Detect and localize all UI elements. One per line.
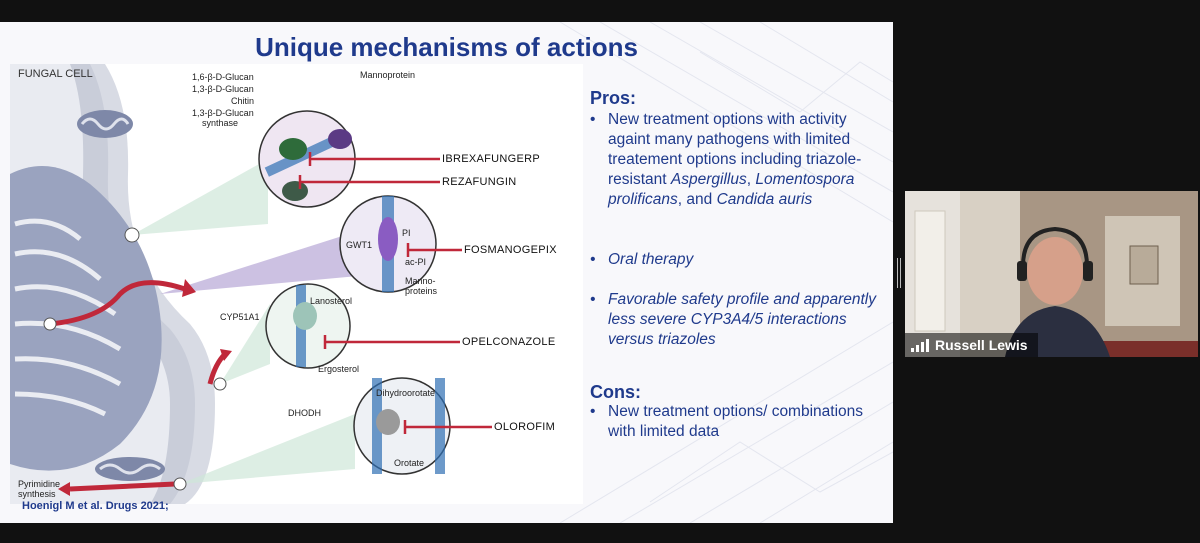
lanosterol-label: Lanosterol bbox=[310, 296, 353, 306]
fungal-cell-label: FUNGAL CELL bbox=[18, 68, 93, 80]
drug-label-opelconazole: OPELCONAZOLE bbox=[462, 336, 556, 348]
pros-bullet-3: Favorable safety profile and apparently … bbox=[590, 290, 880, 350]
cons-heading: Cons: bbox=[590, 382, 641, 402]
pros-bullet-1-sep1: , bbox=[746, 171, 756, 188]
gwt1-label: GWT1 bbox=[346, 240, 372, 250]
cons-bullet-1: New treatment options/ combinations with… bbox=[590, 402, 880, 442]
participant-video-frame bbox=[905, 191, 1198, 357]
pros-heading: Pros: bbox=[590, 88, 637, 108]
ergosterol-label: Ergosterol bbox=[318, 364, 360, 374]
dihydroorotate-label: Dihydroorotate bbox=[376, 388, 436, 398]
fungal-cell-diagram bbox=[10, 64, 583, 504]
mannoproteins-label-2: proteins bbox=[405, 286, 438, 296]
slide-title: Unique mechanisms of actions bbox=[255, 32, 638, 62]
mannoproteins-label: Manno- bbox=[405, 276, 436, 286]
synthase-label: 1,3-β-D-Glucan bbox=[192, 108, 254, 118]
pyrimidine-label-2: synthesis bbox=[18, 489, 56, 499]
drug-label-fosmanogepix: FOSMANOGEPIX bbox=[464, 244, 557, 256]
pros-bullet-2-text: Oral therapy bbox=[590, 250, 880, 270]
mannoprotein-label: Mannoprotein bbox=[360, 70, 416, 80]
participant-video-tile[interactable]: Russell Lewis bbox=[905, 191, 1198, 357]
cyp51a1-label: CYP51A1 bbox=[220, 312, 260, 322]
glucan16-label: 1,6-β-D-Glucan bbox=[192, 72, 254, 82]
pros-bullet-1: New treatment options with activity agai… bbox=[590, 110, 880, 210]
dhodh-label: DHODH bbox=[288, 408, 321, 418]
pi-label: PI bbox=[402, 228, 411, 238]
pros-bullet-1-sep2: , and bbox=[677, 191, 717, 208]
pyrimidine-label: Pyrimidine bbox=[18, 479, 61, 489]
pros-bullet-1-aspergillus: Aspergillus bbox=[670, 171, 747, 188]
drug-label-ibrexafungerp: IBREXAFUNGERP bbox=[442, 153, 541, 165]
citation: Hoenigl M et al. Drugs 2021; bbox=[22, 500, 169, 512]
pros-bullet-2: Oral therapy bbox=[590, 250, 880, 270]
orotate-label: Orotate bbox=[394, 458, 425, 468]
pros-bullet-1-text: New treatment options with activity agai… bbox=[608, 111, 862, 188]
drug-label-rezafungin: REZAFUNGIN bbox=[442, 176, 517, 188]
participant-name: Russell Lewis bbox=[935, 337, 1028, 353]
mechanism-figure: FUNGAL CELL 1,6-β-D-Glucan 1,3-β-D-Gluca… bbox=[10, 64, 583, 504]
chitin-label: Chitin bbox=[231, 96, 255, 106]
pros-bullet-1-lomentospora: Lomentospora prolificans bbox=[608, 171, 855, 208]
signal-bars-icon bbox=[911, 338, 929, 352]
glucan13-label: 1,3-β-D-Glucan bbox=[192, 84, 254, 94]
participant-name-tag: Russell Lewis bbox=[905, 333, 1038, 357]
cons-bullet-1-text: New treatment options/ combinations with… bbox=[590, 402, 880, 442]
presentation-slide: Unique mechanisms of actions bbox=[0, 22, 893, 523]
acpi-label: ac-PI bbox=[405, 257, 427, 267]
drug-label-olorofim: OLOROFIM bbox=[494, 421, 556, 433]
pros-bullet-1-candida: Candida auris bbox=[716, 191, 813, 208]
panel-resize-handle[interactable] bbox=[897, 258, 901, 288]
synthase-label-2: synthase bbox=[202, 118, 239, 128]
pros-bullet-3-text: Favorable safety profile and apparently … bbox=[590, 290, 880, 350]
